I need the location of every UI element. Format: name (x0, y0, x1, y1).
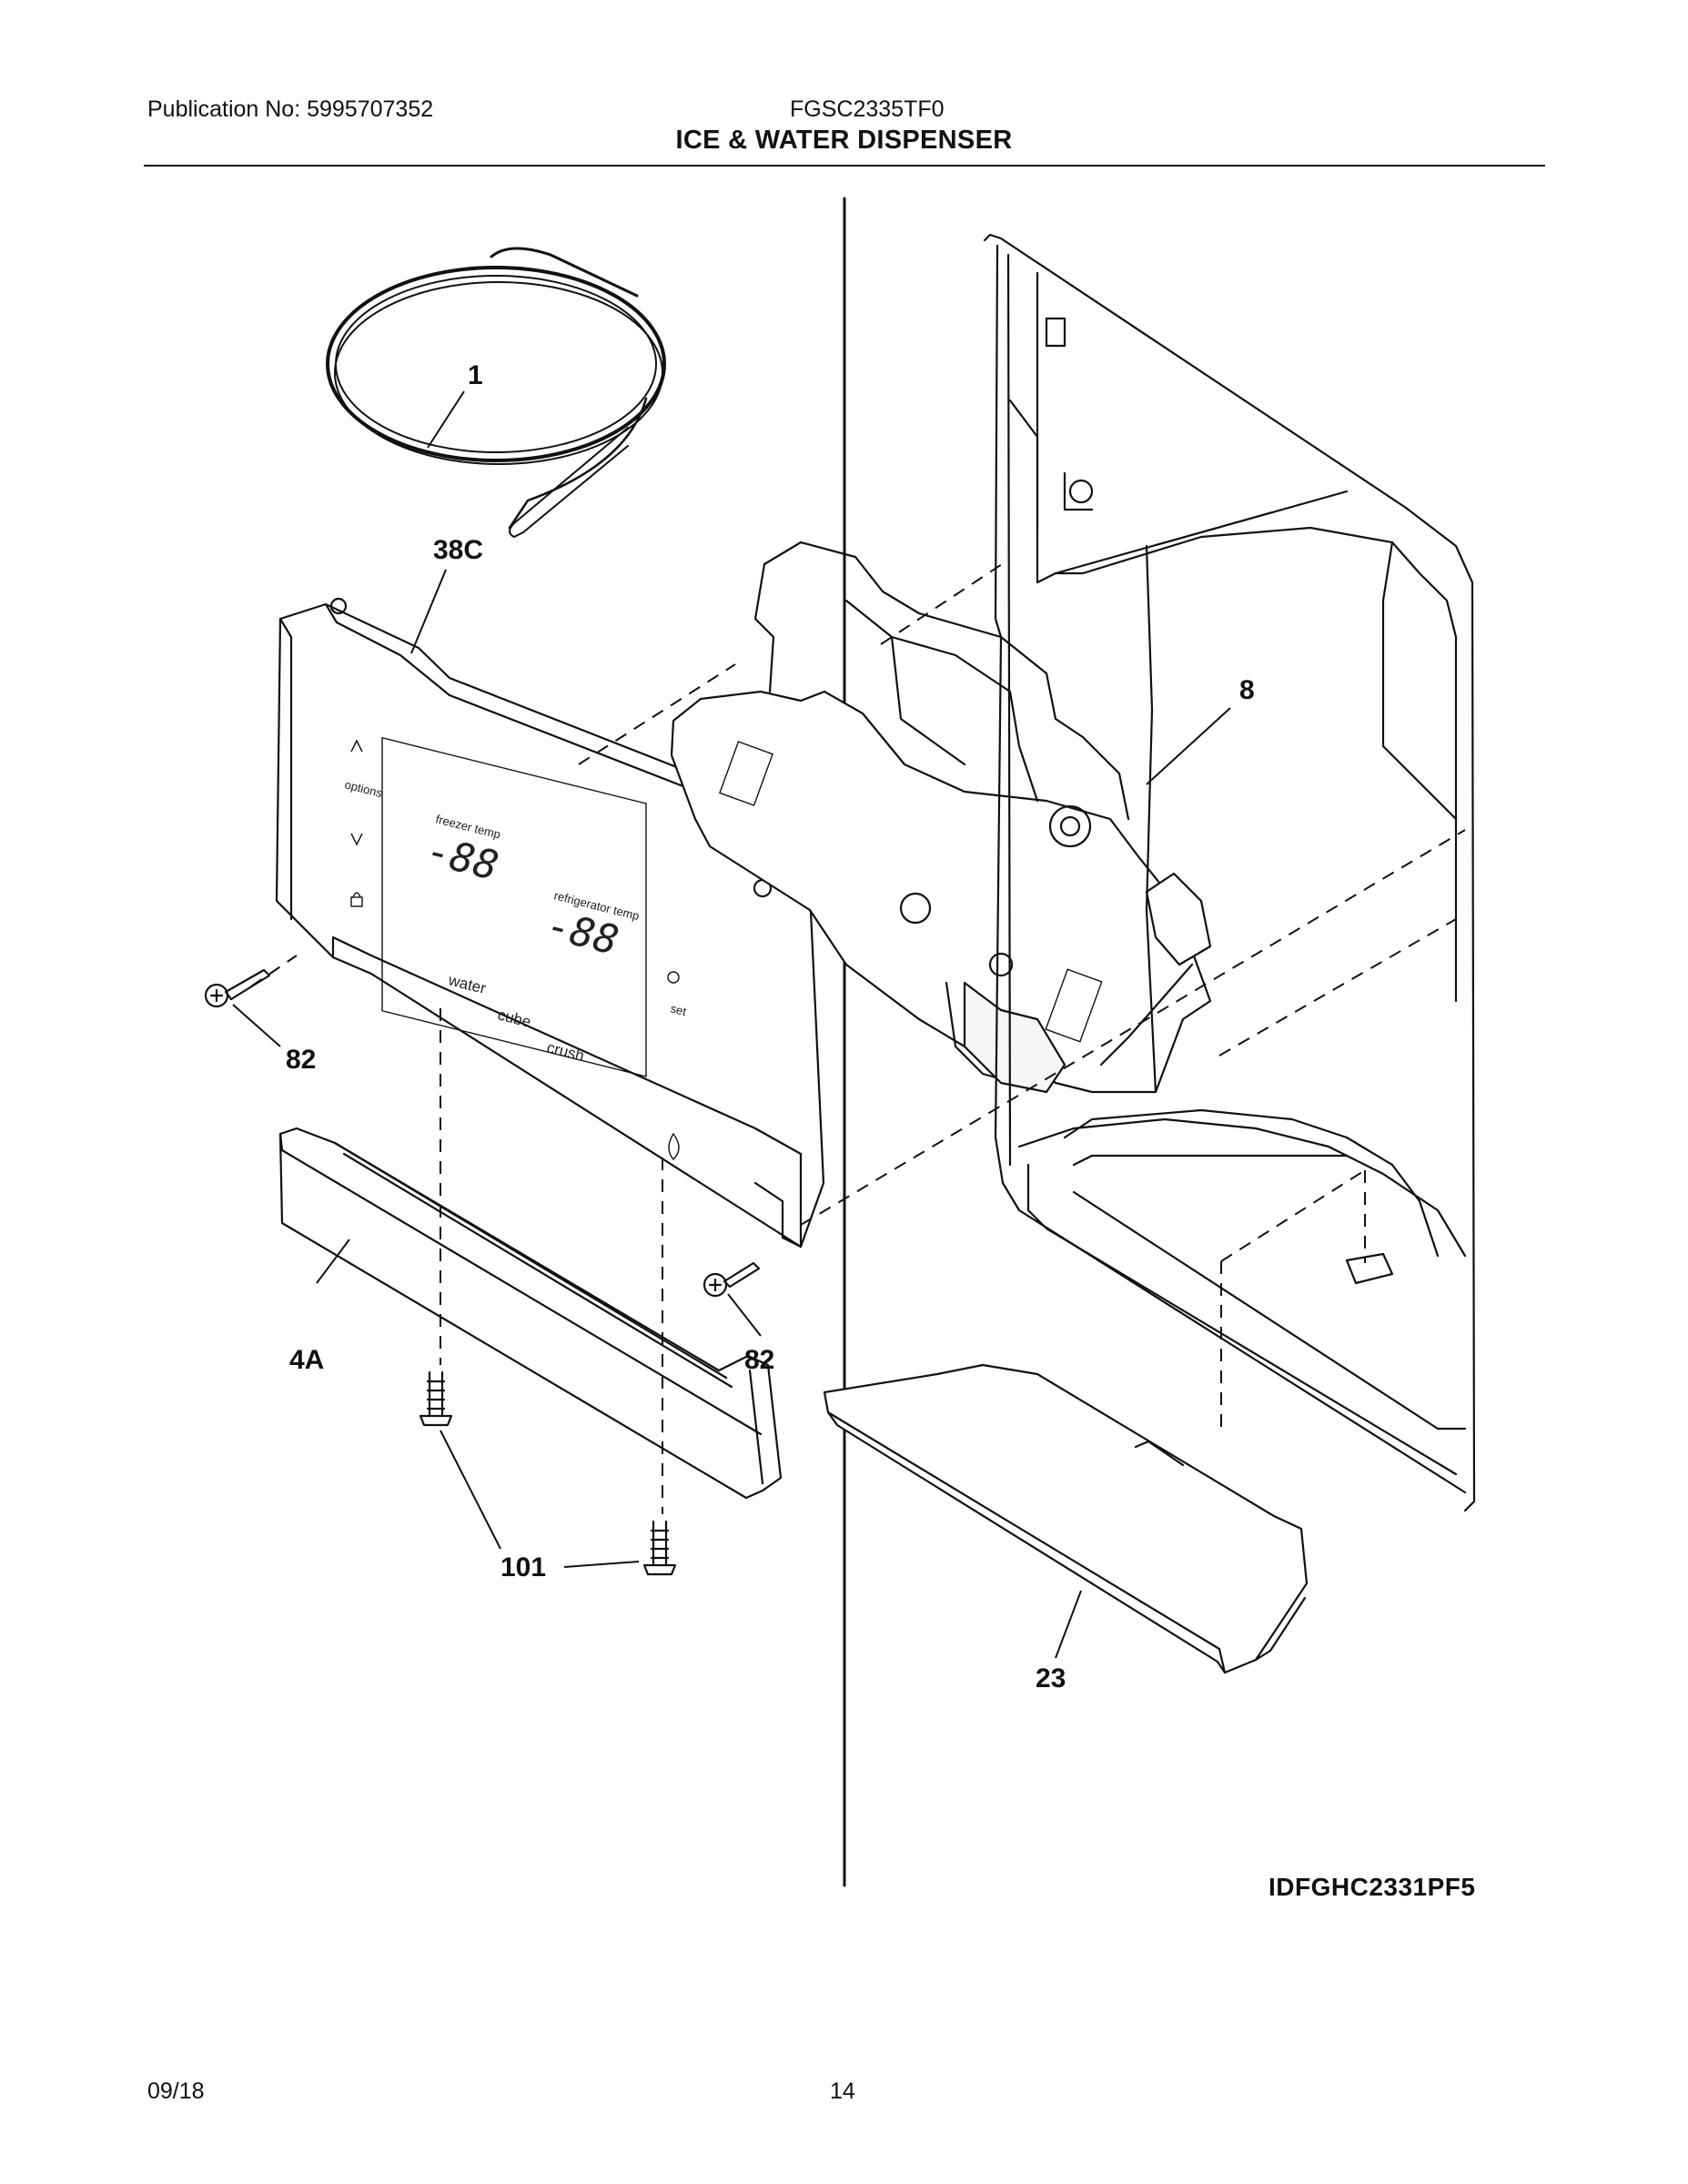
drip-tray (823, 1363, 1309, 1674)
callout-82-right: 82 (744, 1345, 774, 1375)
callout-23: 23 (1036, 1663, 1066, 1694)
screw-left (204, 968, 271, 1008)
up-arrow-icon (350, 739, 363, 753)
page-title: ICE & WATER DISPENSER (675, 126, 1013, 155)
leader-82-left (232, 1004, 281, 1047)
callout-1: 1 (468, 360, 483, 390)
callout-8: 8 (1239, 675, 1255, 705)
trim-screw-2 (642, 1520, 677, 1576)
trim-piece (278, 1127, 783, 1500)
assembly-lines (250, 561, 1466, 1514)
tubing-coil (326, 247, 666, 538)
callout-101: 101 (500, 1552, 546, 1582)
dispenser-actuator-assembly (670, 541, 1212, 1094)
leader-1 (427, 390, 465, 449)
page-number: 14 (830, 2078, 855, 2104)
leader-101-b (563, 1561, 640, 1568)
trim-screw-1 (419, 1370, 453, 1427)
callout-38c: 38C (433, 535, 483, 565)
diagram-code: IDFGHC2331PF5 (1269, 1873, 1476, 1901)
publication-number: Publication No: 5995707352 (147, 96, 434, 122)
water-drop-icon (668, 1132, 680, 1161)
footer-date: 09/18 (147, 2078, 205, 2104)
leader-38c (410, 569, 447, 654)
light-icon (667, 971, 680, 984)
leader-4a (316, 1239, 350, 1284)
callout-4a: 4A (289, 1345, 324, 1375)
lock-shackle-icon (352, 892, 361, 898)
leader-8 (1146, 707, 1231, 785)
control-panel-housing (275, 597, 825, 1249)
header-rule (144, 165, 1545, 167)
model-number: FGSC2335TF0 (790, 96, 945, 122)
screw-right (702, 1261, 761, 1298)
down-arrow-icon (350, 833, 363, 846)
dispenser-cavity-housing (983, 233, 1476, 1512)
leader-101-a (440, 1430, 501, 1550)
set-label: set (669, 1001, 688, 1018)
callout-82-left: 82 (286, 1045, 316, 1075)
lock-icon (350, 896, 363, 907)
leader-82-right (727, 1293, 762, 1337)
leader-23 (1055, 1590, 1082, 1659)
